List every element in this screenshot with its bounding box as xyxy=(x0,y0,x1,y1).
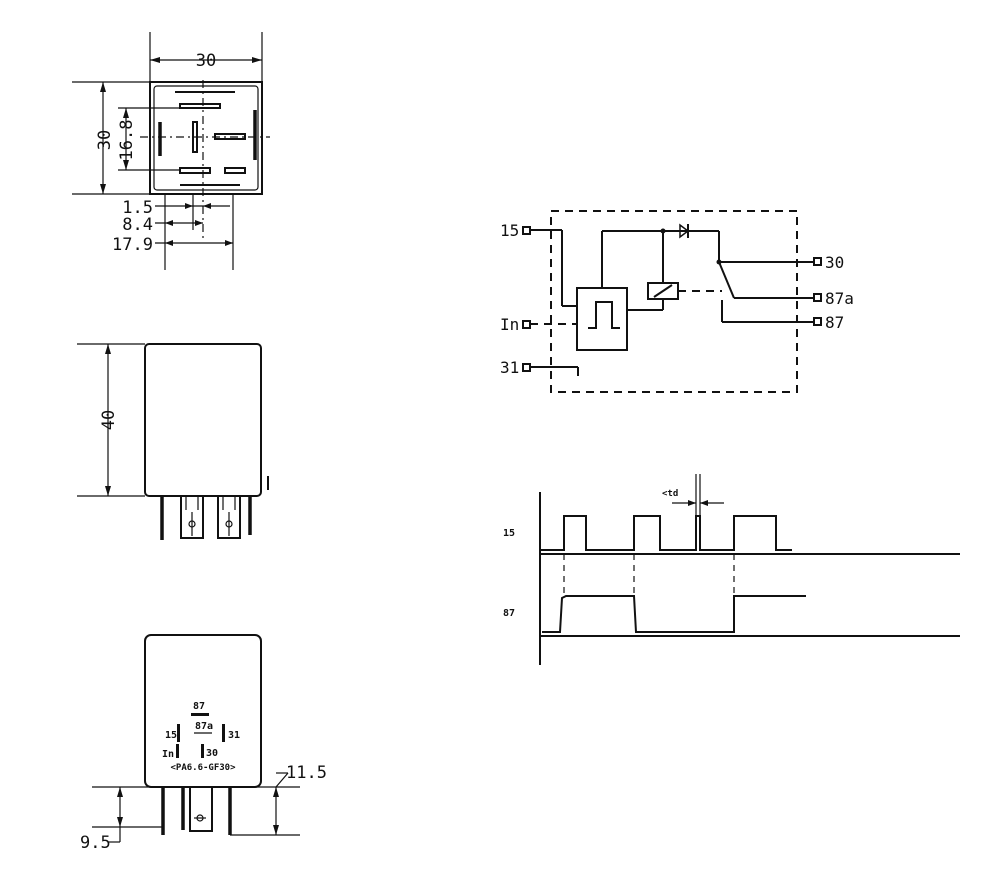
switch-arm xyxy=(718,261,735,299)
signal-87-wave xyxy=(542,595,806,633)
timing-label-15: 15 xyxy=(503,528,515,539)
terminal-87 xyxy=(813,317,822,326)
terminal-15 xyxy=(522,226,531,235)
pin-length-dim: 11.5 xyxy=(286,763,327,783)
terminal-30 xyxy=(813,257,822,266)
pin-dim-a: 1.5 xyxy=(122,198,153,218)
terminal-in-label: In xyxy=(500,315,519,334)
marking-30: 30 xyxy=(206,748,218,759)
terminal-31-label: 31 xyxy=(500,358,519,377)
pin-short-dim: 9.5 xyxy=(80,833,111,853)
marking-87: 87 xyxy=(193,701,205,712)
timing-diagram: 15 87 <td xyxy=(503,474,960,665)
terminal-87a-label: 87a xyxy=(825,289,854,308)
signal-15-wave xyxy=(540,515,792,551)
timer-block xyxy=(576,287,628,351)
circuit-schematic: 15 In 31 xyxy=(500,210,854,393)
terminal-31 xyxy=(522,363,531,372)
terminal-15-label: 15 xyxy=(500,221,519,240)
terminal-87a xyxy=(813,293,822,302)
top-height-dim: 30 xyxy=(95,130,115,150)
terminal-87-label: 87 xyxy=(825,313,844,332)
marking-31: 31 xyxy=(228,730,240,741)
side-view: 40 xyxy=(77,343,269,540)
marking-87a: 87a xyxy=(195,721,213,732)
terminal-in xyxy=(522,320,531,329)
front-view: 87 87a 15 31 In 30 <PA6.6-GF30> 11.5 xyxy=(80,634,327,853)
side-view-body xyxy=(144,343,262,497)
top-inner-dim: 16.8 xyxy=(117,120,137,161)
pin-dim-b: 8.4 xyxy=(122,215,153,235)
td-label: <td xyxy=(662,489,678,499)
timing-label-87: 87 xyxy=(503,608,515,619)
marking-15: 15 xyxy=(165,730,177,741)
relay-outline xyxy=(550,210,798,393)
top-view-body xyxy=(149,81,263,195)
top-view: 30 30 16.8 1.5 8.4 17.9 xyxy=(72,32,270,270)
diode-symbol xyxy=(679,223,690,239)
terminal-30-label: 30 xyxy=(825,253,844,272)
top-width-dim: 30 xyxy=(196,51,216,71)
marking-in: In xyxy=(162,749,174,760)
pin-dim-c: 17.9 xyxy=(112,235,153,255)
material-label: <PA6.6-GF30> xyxy=(170,763,236,773)
side-height-dim: 40 xyxy=(99,410,119,430)
